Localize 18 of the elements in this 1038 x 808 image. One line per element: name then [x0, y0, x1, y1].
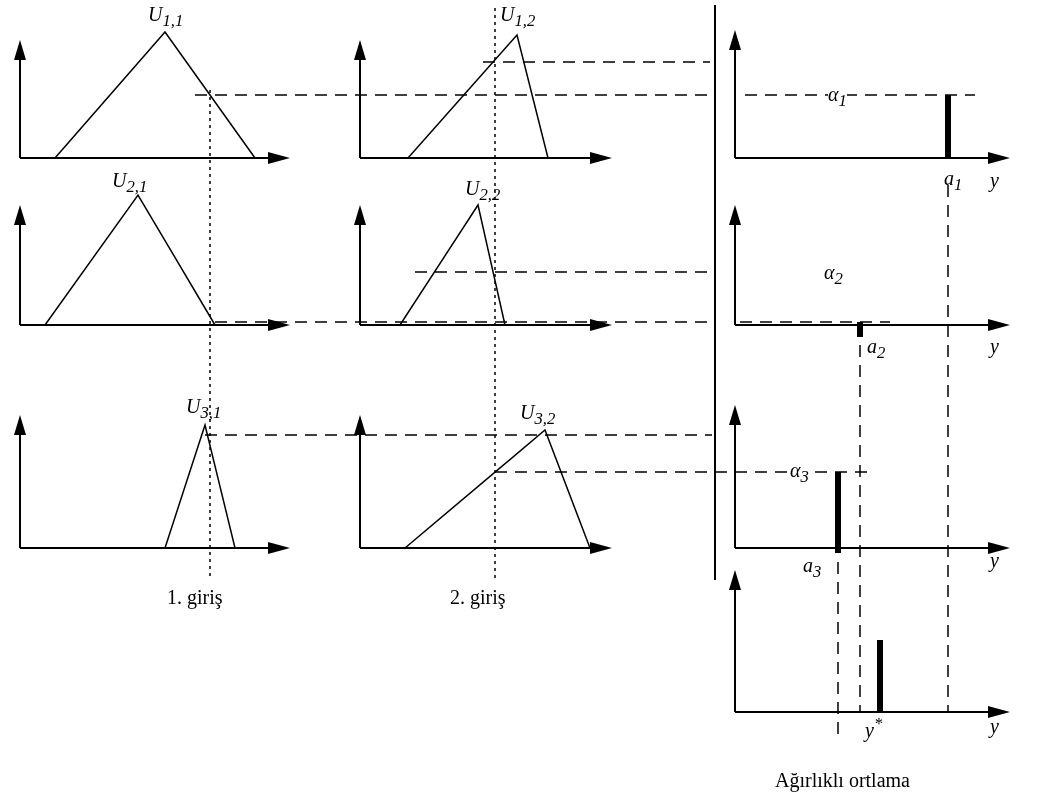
axis-label: y	[990, 170, 999, 190]
membership-label: U$_{2,2}$	[465, 178, 501, 204]
membership-label: U$_{1,1}$	[148, 4, 184, 30]
weight-label: α$_{2}$	[824, 262, 843, 288]
membership-label: U$_{1,2}$	[500, 4, 536, 30]
input-caption: 2. giriş	[450, 587, 506, 607]
output-label: y$^{*}$	[865, 716, 883, 740]
membership-label: U$_{3,2}$	[520, 402, 556, 428]
axis-label: y	[990, 336, 999, 356]
axis-label: y	[990, 550, 999, 570]
membership-label: U$_{3,1}$	[186, 396, 222, 422]
axis-label: y	[990, 716, 999, 736]
output-label: a$_{1}$	[944, 168, 963, 194]
membership-label: U$_{2,1}$	[112, 170, 148, 196]
output-label: a$_{2}$	[867, 336, 886, 362]
input-caption: 1. giriş	[167, 587, 223, 607]
method-caption: Ağırlıklı ortlama	[775, 770, 910, 790]
output-label: a$_{3}$	[803, 555, 822, 581]
